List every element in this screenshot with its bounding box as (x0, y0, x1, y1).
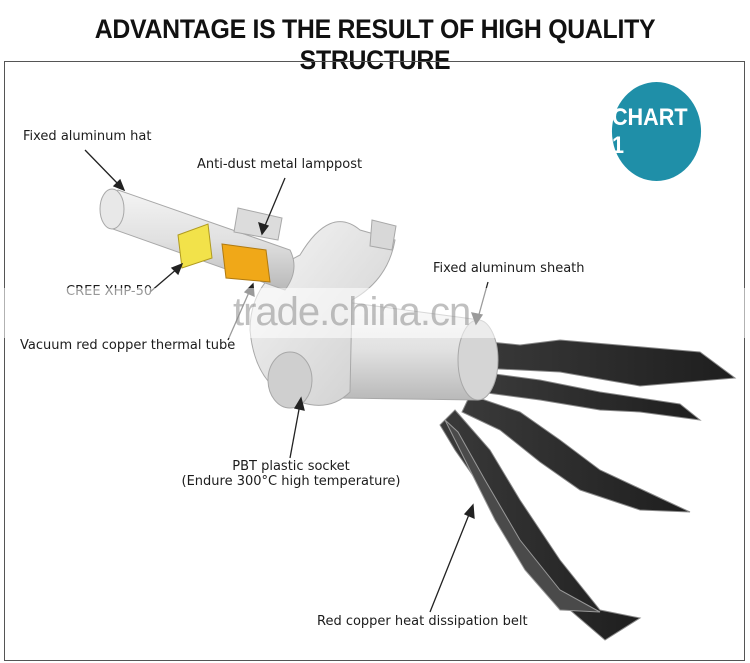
socket-tab (369, 219, 397, 251)
heat-dissipation-belts (439, 339, 737, 641)
arrow-cree (170, 262, 184, 276)
led-chip-amber (221, 243, 271, 283)
lamp-post (99, 188, 295, 291)
belt-lower-1 (439, 409, 642, 641)
label-fixed-aluminum-sheath: Fixed aluminum sheath (433, 261, 585, 276)
belt-lower-2 (444, 419, 601, 613)
page-heading: ADVANTAGE IS THE RESULT OF HIGH QUALITY … (94, 14, 656, 75)
led-chip-front (177, 223, 213, 269)
label-pbt-socket-line1: PBT plastic socket (232, 459, 350, 474)
label-vacuum-thermal-tube: Vacuum red copper thermal tube (20, 338, 236, 353)
leader-belt (429, 511, 471, 613)
belt-middle-2 (461, 394, 691, 513)
watermark-band: trade.china.cn (0, 288, 750, 338)
label-pbt-socket-line2: (Endure 300°C high temperature) (181, 474, 401, 489)
arrow-lamppost (258, 221, 270, 236)
watermark-text: trade.china.cn (233, 290, 471, 334)
chart-badge: CHART 1 (611, 82, 702, 181)
leader-lamppost (263, 177, 286, 229)
label-anti-dust-lamppost: Anti-dust metal lamppost (197, 157, 363, 172)
arrow-socket (293, 396, 305, 411)
leader-hat (84, 149, 121, 187)
leader-socket (289, 403, 301, 459)
label-heat-dissipation-belt: Red copper heat dissipation belt (317, 614, 528, 629)
label-fixed-aluminum-hat: Fixed aluminum hat (23, 129, 152, 144)
aluminum-hat (99, 188, 125, 230)
diagram-frame (4, 61, 745, 661)
anti-dust-cover (233, 207, 283, 241)
arrow-belt (463, 503, 475, 520)
belt-upper (469, 339, 737, 387)
label-pbt-socket: PBT plastic socket (Endure 300°C high te… (180, 459, 402, 489)
arrow-hat (112, 178, 126, 192)
belt-middle-1 (479, 371, 702, 421)
socket-ring (267, 351, 313, 409)
